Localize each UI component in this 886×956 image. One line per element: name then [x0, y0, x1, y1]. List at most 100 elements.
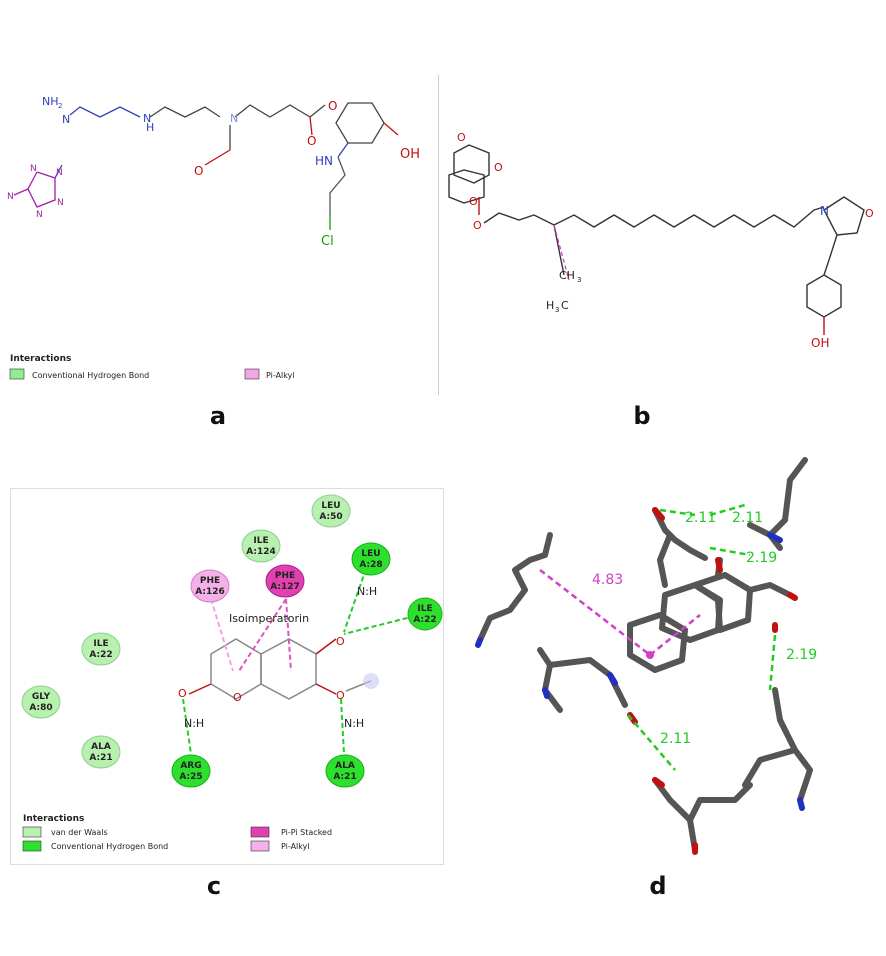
panel-b-letter: b — [633, 402, 651, 430]
svg-text:A:124: A:124 — [246, 547, 276, 557]
atom-n-ring: N — [820, 204, 829, 218]
svg-text:ARG: ARG — [180, 761, 201, 771]
svg-text:A:22: A:22 — [89, 650, 112, 660]
pi-centroid — [646, 651, 654, 659]
svg-text:A:22: A:22 — [413, 615, 436, 625]
panel-b-structure: O O O O CH 3 H 3 C N O OH — [448, 131, 874, 350]
panel-a-letter: a — [209, 402, 227, 430]
distance-1: 2.11 — [685, 510, 716, 526]
svg-text:A:28: A:28 — [359, 560, 382, 570]
svg-text:GLY: GLY — [32, 692, 51, 702]
atom-nh-1: H — [146, 121, 154, 134]
svg-text:PHE: PHE — [200, 576, 220, 586]
legend-c-hbond-label: Conventional Hydrogen Bond — [51, 842, 168, 851]
legend-c-pipi-label: Pi-Pi Stacked — [281, 828, 332, 837]
distance-3: 2.19 — [746, 550, 777, 566]
residue-leu-28: LEU A:28 — [351, 542, 391, 576]
atom-nh2: NH — [42, 95, 59, 108]
atom-o-ester: O — [328, 99, 337, 113]
residue-ile-22-hbond: ILE A:22 — [407, 597, 443, 631]
atom-tz-n3: N — [57, 198, 64, 208]
atom-oh-b: OH — [811, 336, 829, 350]
panel-d-3d-render: 2.11 2.11 2.19 4.83 2.19 2.11 — [475, 457, 817, 855]
distance-6: 2.11 — [660, 731, 691, 747]
legend-c-pialkyl-swatch — [250, 840, 270, 852]
atom-c-o-ring: O — [233, 691, 242, 704]
ligand-name: Isoimperatorin — [229, 612, 309, 625]
atom-h3c-sub: 3 — [555, 306, 559, 314]
svg-text:A:80: A:80 — [29, 703, 52, 713]
atom-tz-exo: N — [7, 192, 14, 202]
residue-phe-126: PHE A:126 — [190, 569, 230, 603]
atom-nh2-sub: 2 — [58, 102, 62, 110]
legend-c-vdw-label: van der Waals — [51, 828, 108, 837]
svg-text:ILE: ILE — [93, 639, 108, 649]
atom-c-o-sub2: O — [336, 689, 345, 702]
legend-a-pialkyl-swatch — [244, 368, 260, 380]
svg-text:A:50: A:50 — [319, 512, 342, 522]
atom-h3c-h: H — [546, 299, 554, 312]
residue-phe-127: PHE A:127 — [265, 564, 305, 598]
atom-o-oxazolidine: O — [865, 207, 874, 220]
pi-alkyl-line — [553, 224, 570, 281]
legend-c-pialkyl-label: Pi-Alkyl — [281, 842, 310, 851]
svg-text:A:127: A:127 — [270, 582, 300, 592]
atom-c-nh-1: N:H — [357, 585, 377, 598]
ligand-highlight — [363, 673, 379, 689]
svg-text:A:21: A:21 — [333, 772, 356, 782]
svg-text:A:21: A:21 — [89, 753, 112, 763]
residue-ala-21-hbond: ALA A:21 — [325, 754, 365, 788]
atom-o-ring-right: O — [494, 161, 503, 174]
legend-c-vdw-swatch — [22, 826, 42, 838]
atom-c-o-carbonyl: O — [178, 687, 187, 700]
panel-a-structure: NH 2 N H N N O O O HN OH Cl N N N N N In… — [7, 95, 420, 380]
residue-ile-124: ILE A:124 — [241, 529, 281, 563]
atom-o-top: O — [457, 131, 466, 144]
panel-c: LEU A:50 ILE A:124 LEU A:28 PHE A:126 PH… — [10, 488, 444, 865]
panel-b: O O O O CH 3 H 3 C N O OH — [439, 75, 886, 395]
panel-a: NH 2 N H N N O O O HN OH Cl N N N N N In… — [0, 75, 438, 395]
legend-a-pialkyl-label: Pi-Alkyl — [266, 371, 295, 380]
distance-4: 4.83 — [592, 572, 623, 588]
atom-o-ester-carbonyl: O — [307, 134, 316, 148]
residue-gly-80: GLY A:80 — [21, 685, 61, 719]
atom-c-o-sub1: O — [336, 635, 345, 648]
panel-d: 2.11 2.11 2.19 4.83 2.19 2.11 — [450, 440, 886, 870]
atom-tz-n1: N — [30, 164, 37, 174]
panel-d-letter: d — [649, 872, 667, 900]
svg-text:A:25: A:25 — [179, 772, 202, 782]
atom-tz-n4: N — [36, 210, 43, 220]
svg-text:A:126: A:126 — [195, 587, 225, 597]
distance-5: 2.19 — [786, 647, 817, 663]
legend-c-hbond-swatch — [22, 840, 42, 852]
atom-oh: OH — [400, 147, 420, 162]
svg-text:LEU: LEU — [361, 549, 380, 559]
legend-c-pipi-swatch — [250, 826, 270, 838]
atom-hn: HN — [315, 154, 333, 168]
legend-a-title: Interactions — [10, 354, 71, 364]
atom-c-nh-3: N:H — [344, 717, 364, 730]
panel-divider — [438, 75, 439, 395]
svg-text:ILE: ILE — [253, 536, 268, 546]
atom-ch3: CH — [559, 269, 575, 282]
distance-2: 2.11 — [732, 510, 763, 526]
svg-text:ALA: ALA — [91, 742, 111, 752]
residue-leu-50: LEU A:50 — [311, 494, 351, 528]
atom-c-nh-2: N:H — [184, 717, 204, 730]
atom-n-1: N — [143, 112, 151, 125]
atom-cl: Cl — [321, 234, 334, 249]
atom-o-ring2: O — [469, 195, 478, 208]
atom-n-hydrazine: N — [62, 113, 70, 126]
legend-a-hbond-swatch — [9, 368, 25, 380]
atom-h3c-c: C — [561, 299, 569, 312]
legend-a-hbond-label: Conventional Hydrogen Bond — [32, 371, 149, 380]
residue-ile-22-vdw: ILE A:22 — [81, 632, 121, 666]
panel-c-diagram: LEU A:50 ILE A:124 LEU A:28 PHE A:126 PH… — [21, 494, 443, 852]
svg-text:ILE: ILE — [417, 604, 432, 614]
atom-o-formyl: O — [194, 164, 203, 178]
residue-ala-21-vdw: ALA A:21 — [81, 735, 121, 769]
svg-text:LEU: LEU — [321, 501, 340, 511]
residue-arg-25: ARG A:25 — [171, 754, 211, 788]
atom-o-ether: O — [473, 219, 482, 232]
atom-tz-n2: N — [56, 168, 63, 178]
